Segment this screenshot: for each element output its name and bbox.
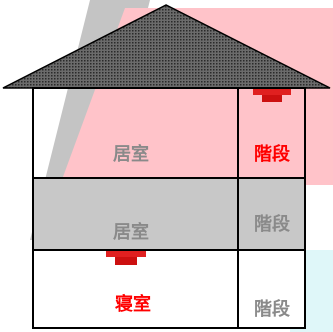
smoke-detector-icon [106,251,146,265]
room-label-floor1-stairs: 階段 [254,298,291,320]
room-label-floor2-stairs: 階段 [254,213,291,235]
house-outline [32,87,306,329]
room-label-floor3-living: 居室 [113,143,149,165]
room-label-floor1-bedroom: 寝室 [115,293,151,315]
room-label-floor3-stairs: 階段 [254,143,291,165]
room-label-floor2-living: 居室 [113,221,149,243]
floor-2-gray [33,178,305,250]
smoke-detector-icon [253,89,291,102]
floor-1-fill [33,250,305,328]
